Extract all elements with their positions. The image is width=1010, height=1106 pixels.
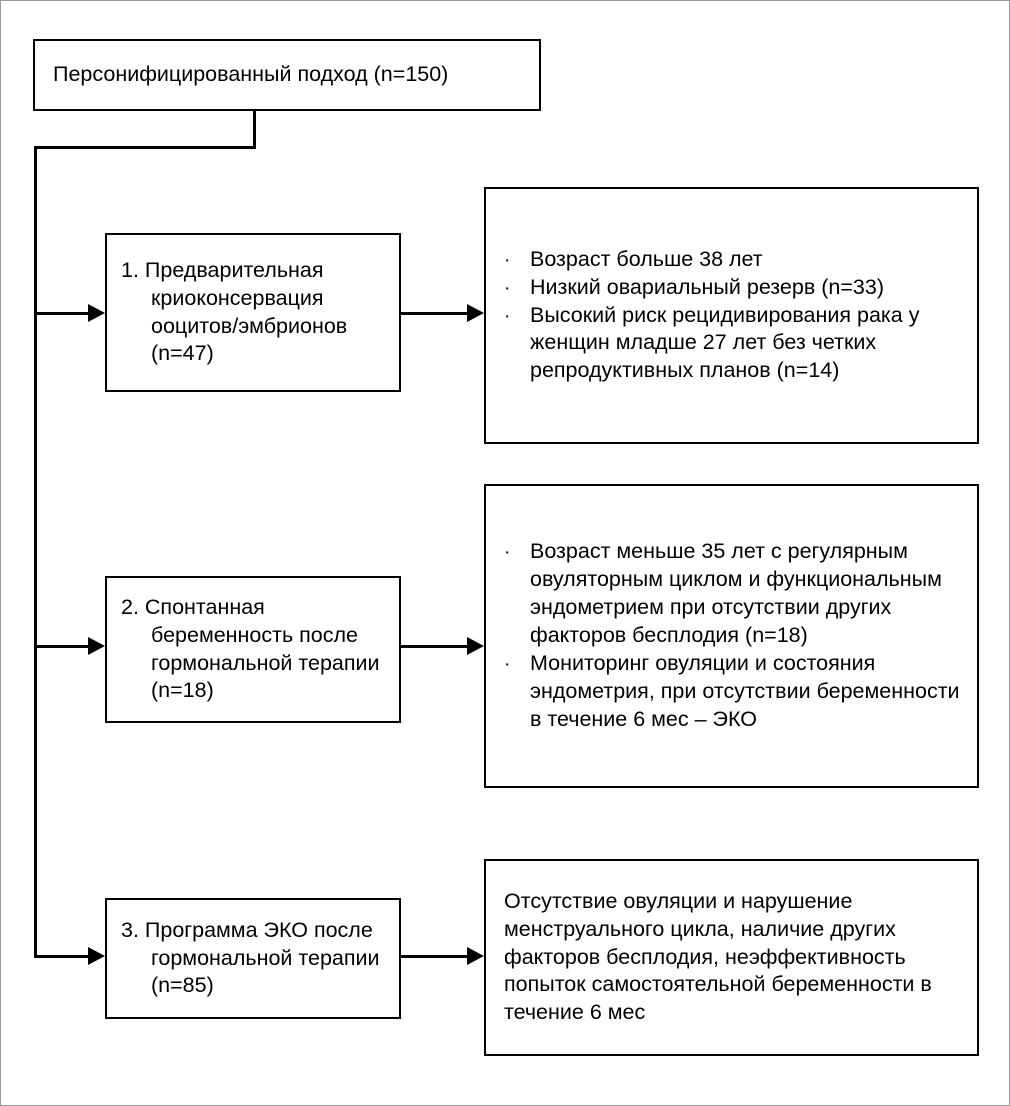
detail-text: Возраст больше 38 лет	[530, 246, 763, 271]
connector-root-stub-horizontal	[34, 146, 256, 149]
detail-text: Мониторинг овуляции и состояния эндометр…	[530, 650, 960, 731]
list-item: · Высокий риск рецидивирования рака у жен…	[504, 302, 963, 386]
option-node-3-label: 3. Программа ЭКО после гормональной тера…	[121, 917, 380, 998]
connector-arrow-2-head	[88, 637, 105, 655]
detail-panel-1: · Возраст больше 38 лет · Низкий овариальн…	[484, 187, 979, 444]
connector-arrow-3-head	[88, 947, 105, 965]
connector-option2-to-detail2-line	[401, 645, 469, 648]
connector-main-trunk	[34, 146, 37, 958]
root-node-personalized-approach: Персонифицированный подход (n=150)	[33, 39, 541, 111]
detail-panel-2: · Возраст меньше 35 лет с регулярным овул…	[484, 484, 979, 788]
connector-option2-to-detail2-head	[467, 637, 484, 655]
detail-panel-2-list: · Возраст меньше 35 лет с регулярным овул…	[504, 538, 963, 734]
bullet-icon: ·	[504, 542, 511, 564]
detail-text: Возраст меньше 35 лет с регулярным овуля…	[530, 539, 942, 648]
option-node-2-label: 2. Спонтанная беременность после гормона…	[121, 594, 380, 703]
connector-arrow-3-line	[34, 955, 90, 958]
list-item: · Возраст больше 38 лет	[504, 246, 963, 274]
bullet-icon: ·	[504, 277, 511, 299]
detail-panel-3: Отсутствие овуляции и нарушение менструа…	[484, 859, 979, 1056]
connector-option1-to-detail1-line	[401, 312, 469, 315]
connector-option3-to-detail3-head	[467, 947, 484, 965]
list-item: · Возраст меньше 35 лет с регулярным овул…	[504, 538, 963, 650]
bullet-icon: ·	[504, 653, 511, 675]
connector-option1-to-detail1-head	[467, 304, 484, 322]
connector-arrow-2-line	[34, 645, 90, 648]
connector-root-stub-vertical	[253, 111, 256, 149]
option-node-1-label: 1. Предварительная криоконсервация ооцит…	[121, 257, 348, 366]
option-node-2-spontaneous-pregnancy: 2. Спонтанная беременность после гормона…	[105, 576, 401, 723]
connector-arrow-1-line	[34, 312, 90, 315]
detail-text: Высокий риск рецидивирования рака у женщ…	[530, 302, 920, 383]
list-item: · Мониторинг овуляции и состояния эндомет…	[504, 650, 963, 734]
connector-arrow-1-head	[88, 304, 105, 322]
option-node-3-ivf-program: 3. Программа ЭКО после гормональной тера…	[105, 898, 401, 1019]
option-node-1-cryopreservation: 1. Предварительная криоконсервация ооцит…	[105, 233, 401, 392]
list-item: · Низкий овариальный резерв (n=33)	[504, 274, 963, 302]
bullet-icon: ·	[504, 305, 511, 327]
connector-option3-to-detail3-line	[401, 955, 469, 958]
bullet-icon: ·	[504, 249, 511, 271]
detail-text: Низкий овариальный резерв (n=33)	[530, 274, 884, 299]
detail-panel-1-list: · Возраст больше 38 лет · Низкий овариальн…	[504, 246, 963, 386]
root-node-label: Персонифицированный подход (n=150)	[53, 62, 449, 87]
detail-text: Отсутствие овуляции и нарушение менструа…	[504, 888, 932, 1025]
